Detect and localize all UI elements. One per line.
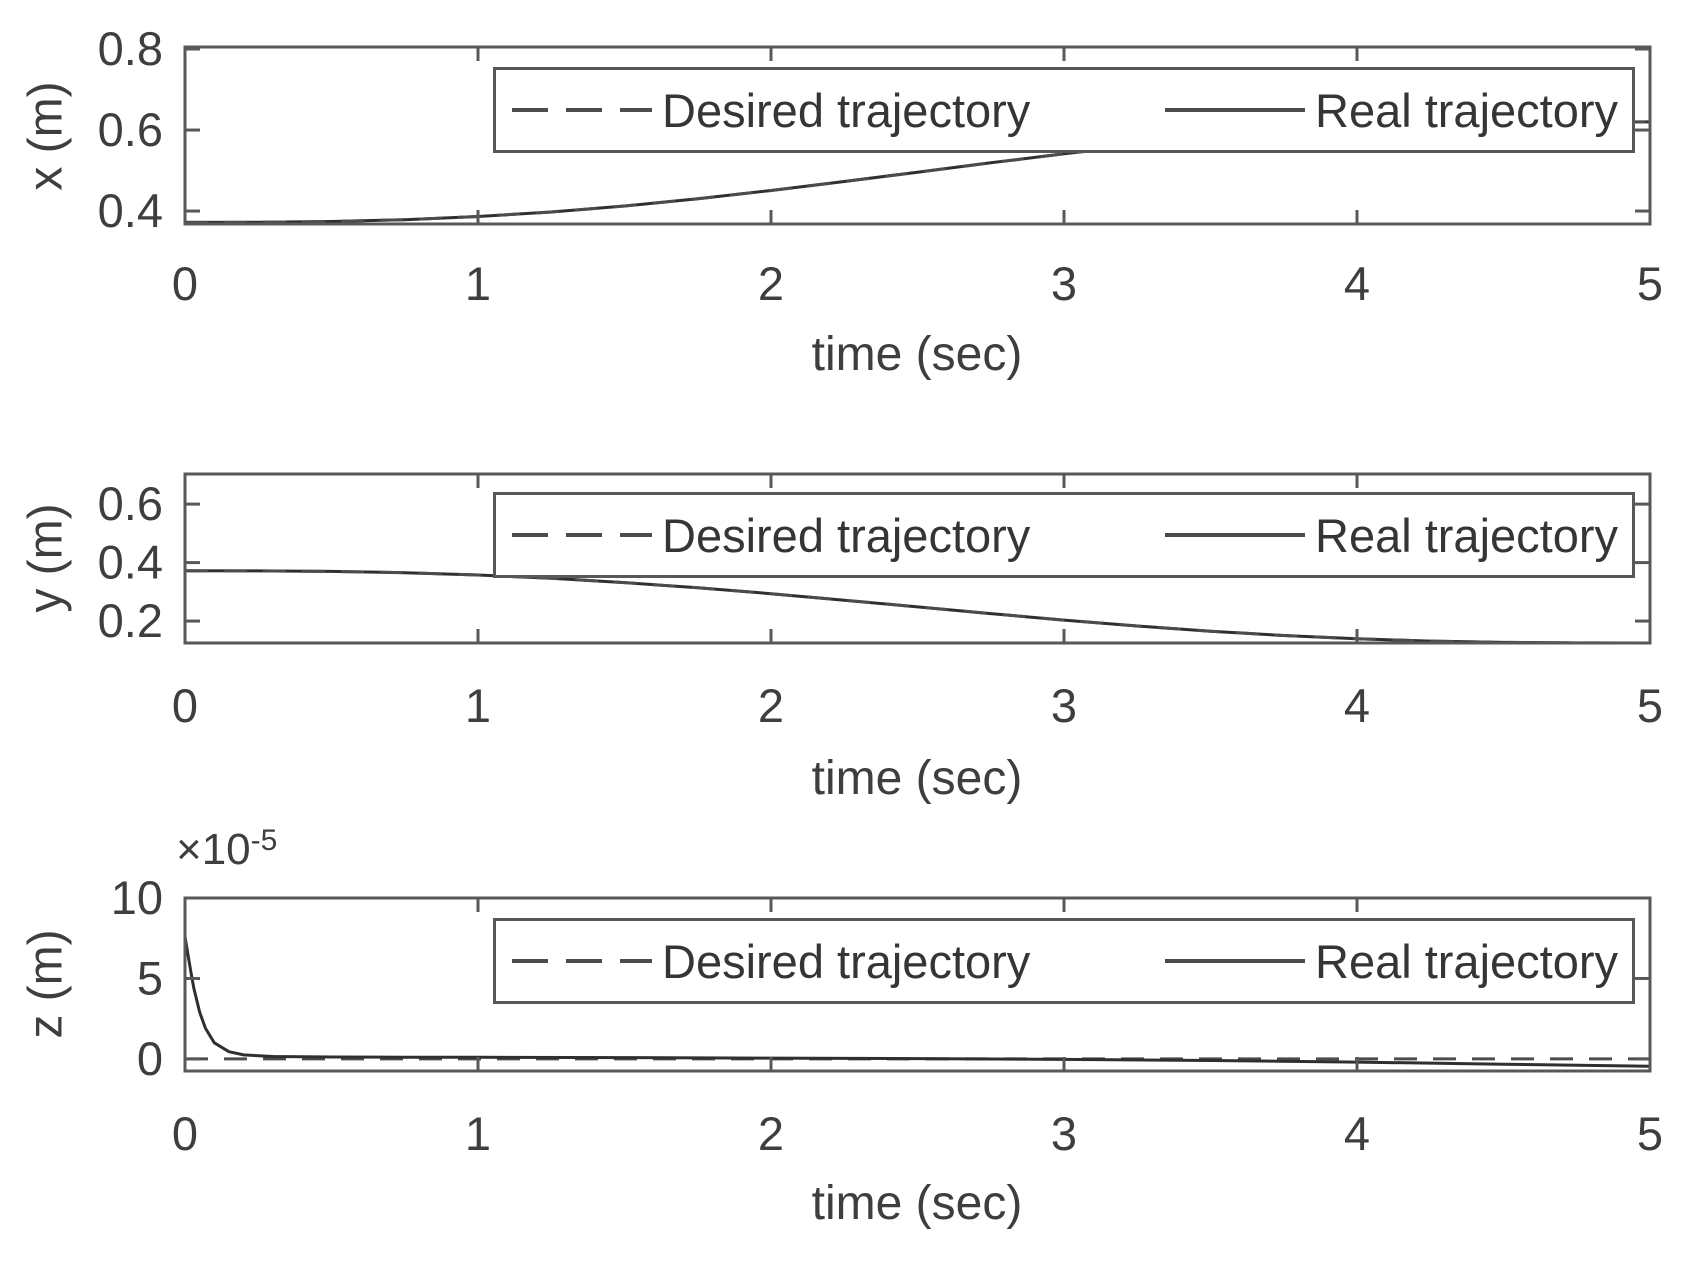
y-tick-label: 0.4 (98, 536, 163, 589)
y-axis-label-x: x (m) (19, 81, 73, 191)
y-tick-label: 0.8 (98, 22, 163, 75)
x-tick-label: 5 (1637, 1107, 1663, 1160)
x-tick-label: 1 (465, 1107, 491, 1160)
exponent-power: -5 (250, 824, 278, 857)
x-axis-label-plot1: time (sec) (811, 328, 1023, 381)
legend-dashed-line-sample (512, 533, 652, 537)
y-tick-label: 10 (111, 871, 163, 924)
x-axis-label-plot3: time (sec) (811, 1177, 1023, 1230)
x-tick-label: 5 (1637, 257, 1663, 310)
y-tick-label: 0.6 (98, 477, 163, 530)
y-tick-label: 0.6 (98, 103, 163, 156)
axes-frame-plot2 (183, 472, 1652, 645)
y-tick-label: 5 (137, 951, 163, 1004)
legend-entry-desired: Desired trajectory (662, 508, 1031, 562)
legend-plot2: Desired trajectory Real trajectory (493, 492, 1635, 578)
x-tick-label: 3 (1051, 1107, 1077, 1160)
axes-frame-plot1 (183, 45, 1652, 226)
y-tick-label: 0 (137, 1032, 163, 1085)
x-tick-label: 5 (1637, 679, 1663, 732)
legend-plot3: Desired trajectory Real trajectory (493, 918, 1635, 1004)
x-tick-label: 1 (465, 679, 491, 732)
y-axis-label-z: z (m) (19, 929, 73, 1039)
x-tick-label: 2 (758, 679, 784, 732)
legend-plot1: Desired trajectory Real trajectory (493, 67, 1635, 153)
x-tick-label: 4 (1344, 1107, 1370, 1160)
x-tick-label: 0 (172, 257, 198, 310)
series-real-trajectory-plot2 (184, 569, 1651, 645)
x-tick-label: 4 (1344, 679, 1370, 732)
x-tick-label: 0 (172, 1107, 198, 1160)
legend-entry-real: Real trajectory (1315, 508, 1618, 562)
x-tick-label: 2 (758, 257, 784, 310)
exponent-base: ×10 (176, 825, 251, 874)
legend-solid-line-sample (1165, 533, 1305, 537)
legend-entry-real: Real trajectory (1315, 83, 1618, 137)
legend-entry-desired: Desired trajectory (662, 934, 1031, 988)
x-tick-label: 1 (465, 257, 491, 310)
x-tick-label: 3 (1051, 679, 1077, 732)
x-tick-label: 2 (758, 1107, 784, 1160)
y-tick-label: 0.2 (98, 594, 163, 647)
x-tick-label: 4 (1344, 257, 1370, 310)
x-tick-label: 0 (172, 679, 198, 732)
x-axis-label-plot2: time (sec) (811, 752, 1023, 805)
series-real-trajectory-plot3 (183, 936, 1651, 1068)
series-desired-trajectory-plot2 (184, 569, 1651, 645)
legend-dashed-line-sample (512, 959, 652, 963)
legend-solid-line-sample (1165, 108, 1305, 112)
y-axis-label-y: y (m) (19, 503, 73, 613)
legend-dashed-line-sample (512, 108, 652, 112)
x-tick-label: 3 (1051, 257, 1077, 310)
legend-entry-desired: Desired trajectory (662, 83, 1031, 137)
legend-solid-line-sample (1165, 959, 1305, 963)
y-axis-exponent-label: ×10-5 (176, 826, 277, 872)
y-tick-label: 0.4 (98, 184, 163, 237)
legend-entry-real: Real trajectory (1315, 934, 1618, 988)
axes-frame-plot3 (183, 896, 1652, 1073)
